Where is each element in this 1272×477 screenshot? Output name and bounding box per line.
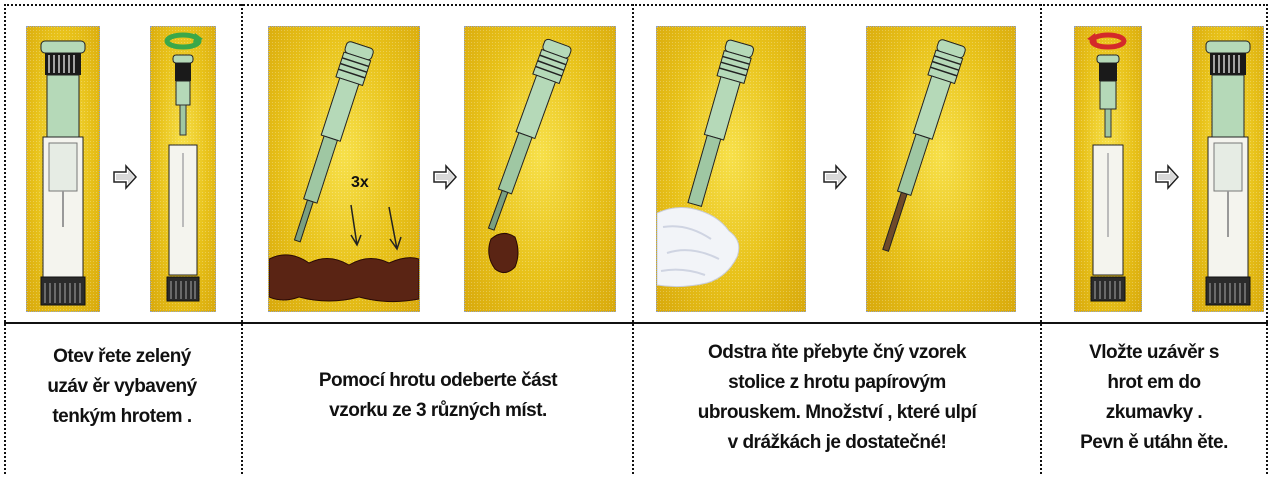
step1-caption: Otev řete zelený uzáv ěr vybavený tenkým… (8, 342, 236, 432)
caption-line: Pevn ě utáhn ěte. (1044, 428, 1264, 458)
step3-caption: Odstra ňte přebyte čný vzorek stolice z … (638, 338, 1036, 458)
step1-image-opened-tube (150, 26, 216, 312)
divider-2 (632, 4, 634, 474)
caption-line: hrot em do (1044, 368, 1264, 398)
step3-image-clean-tip (866, 26, 1016, 312)
caption-line: Otev řete zelený (8, 342, 236, 372)
caption-divider (4, 322, 1268, 324)
caption-line: ubrouskem. Množství , které ulpí (638, 398, 1036, 428)
caption-line: v drážkách je dostatečné! (638, 428, 1036, 458)
border-right (1266, 4, 1268, 474)
caption-line: Pomocí hrotu odeberte část (248, 366, 628, 396)
divider-3 (1040, 4, 1042, 474)
next-step-arrow-icon (112, 164, 138, 190)
caption-line: Vložte uzávěr s (1044, 338, 1264, 368)
three-times-label: 3x (351, 174, 369, 191)
border-top (4, 4, 1268, 6)
caption-line: stolice z hrotu papírovým (638, 368, 1036, 398)
caption-line: vzorku ze 3 různých míst. (248, 396, 628, 426)
step2-caption: Pomocí hrotu odeberte část vzorku ze 3 r… (248, 366, 628, 426)
caption-line: tenkým hrotem . (8, 402, 236, 432)
divider-1 (241, 4, 243, 474)
step3-image-wiping (656, 26, 806, 312)
instructions-diagram: 3x (4, 4, 1266, 474)
next-step-arrow-icon (1154, 164, 1180, 190)
caption-line: zkumavky . (1044, 398, 1264, 428)
step2-image-sampling: 3x (268, 26, 420, 312)
border-left (4, 4, 6, 474)
next-step-arrow-icon (822, 164, 848, 190)
step4-caption: Vložte uzávěr s hrot em do zkumavky . Pe… (1044, 338, 1264, 458)
step2-image-sample-on-tip (464, 26, 616, 312)
caption-line: uzáv ěr vybavený (8, 372, 236, 402)
step4-image-closing-tube (1074, 26, 1142, 312)
next-step-arrow-icon (432, 164, 458, 190)
step1-image-closed-tube (26, 26, 100, 312)
step4-image-closed-tube (1192, 26, 1264, 312)
caption-line: Odstra ňte přebyte čný vzorek (638, 338, 1036, 368)
